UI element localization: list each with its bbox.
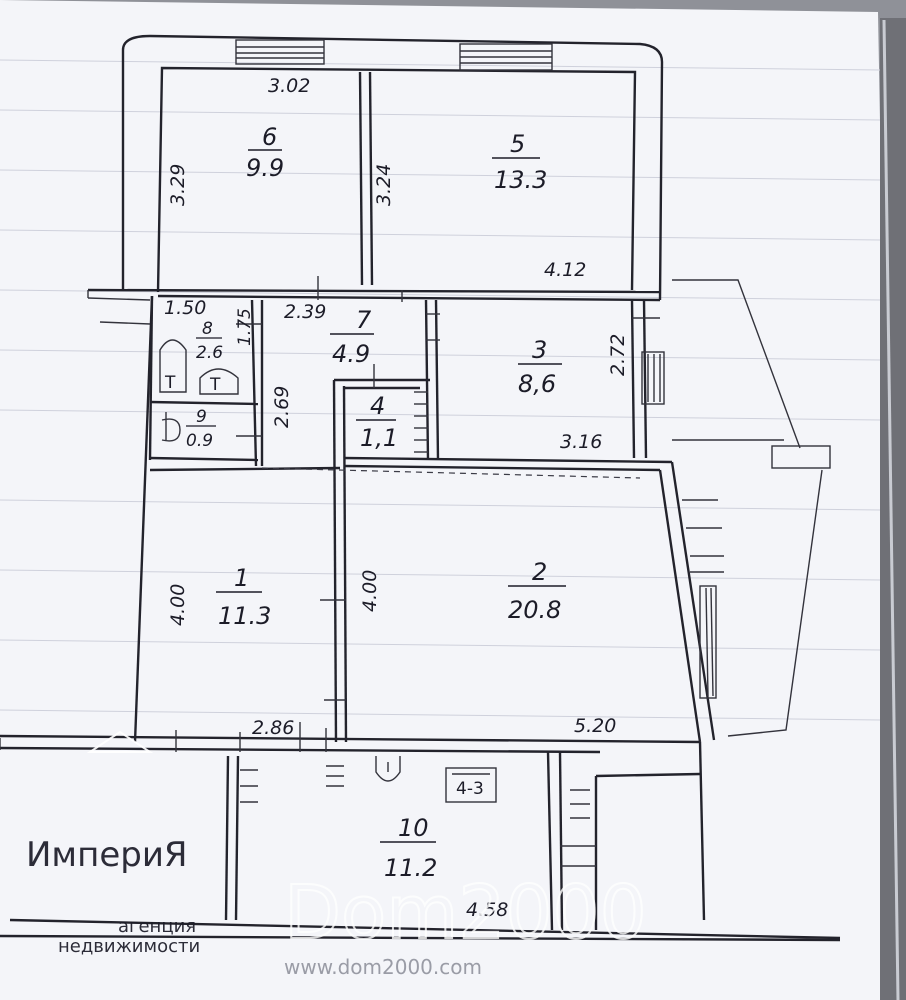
room-7-area: 4.9 [332, 340, 370, 368]
dim-r6-height: 3.29 [167, 164, 189, 206]
dim-r5-height: 3.24 [373, 164, 395, 206]
dim-r9-height: 2.69 [271, 386, 293, 428]
site-watermark: Dom2000 www.dom2000.com [283, 869, 648, 979]
dim-r7-width: 2.39 [284, 301, 326, 323]
dim-r8-width: 1.50 [164, 297, 206, 319]
dim-r1-height: 4.00 [167, 584, 189, 626]
site-url: www.dom2000.com [284, 955, 482, 979]
room-3-area: 8,6 [518, 370, 556, 398]
room-8-number: 8 [202, 319, 213, 339]
balcony-window [699, 585, 717, 699]
dim-r2-width: 5.20 [574, 715, 616, 737]
window-top-right [459, 43, 553, 71]
brand-name: ИмпериЯ [26, 835, 188, 875]
room-labels: 6 9.9 5 13.3 7 4.9 8 2.6 9 0.9 3 8,6 4 1… [186, 123, 566, 882]
brand-tagline-1: агенция [118, 916, 196, 937]
dim-r10-width: 4.58 [466, 899, 508, 921]
dim-r3-width: 3.16 [560, 431, 602, 453]
room-3-number: 3 [532, 336, 547, 364]
room-6-area: 9.9 [246, 154, 284, 182]
site-logo: Dom2000 [284, 870, 647, 956]
room-9-number: 9 [196, 407, 207, 427]
dim-r1-width: 2.86 [252, 717, 294, 739]
room-8-area: 2.6 [196, 343, 223, 363]
room-9-area: 0.9 [186, 431, 213, 451]
brand-logo-icon [86, 730, 154, 753]
svg-text:T: T [164, 373, 176, 393]
dim-r6-width: 3.02 [268, 75, 310, 97]
room-4-number: 4 [370, 392, 385, 420]
window-room-3 [641, 351, 665, 405]
brand-watermark: ИмпериЯ агенция недвижимости [26, 730, 200, 957]
faint-form-lines [0, 59, 881, 721]
svg-text:T: T [209, 375, 221, 395]
dark-strip [880, 18, 906, 1000]
dim-r5-width: 4.12 [544, 259, 586, 281]
dim-r3-height: 2.72 [607, 334, 629, 376]
dim-r2-height: 4.00 [359, 570, 381, 612]
window-top-left [235, 39, 325, 65]
room-2-area: 20.8 [508, 596, 561, 624]
room-10-area: 11.2 [384, 854, 437, 882]
sink-icon [375, 756, 401, 782]
room-2-number: 2 [532, 558, 547, 586]
room-4-area: 1,1 [360, 424, 398, 452]
room-1-number: 1 [234, 564, 249, 592]
room-10-number: 10 [398, 814, 429, 842]
room-5-number: 5 [510, 130, 525, 158]
room-6-number: 6 [262, 123, 277, 151]
dimension-labels: 3.02 3.29 3.24 4.12 1.50 1.75 2.39 2.69 … [164, 75, 629, 921]
room-5-area: 13.3 [494, 166, 547, 194]
room-1-area: 11.3 [218, 602, 271, 630]
stove-label: 4-3 [456, 779, 484, 799]
room-7-number: 7 [356, 306, 372, 334]
stove-icon [445, 767, 497, 803]
dim-r8-height: 1.75 [235, 308, 255, 346]
brand-tagline-2: недвижимости [58, 936, 200, 957]
